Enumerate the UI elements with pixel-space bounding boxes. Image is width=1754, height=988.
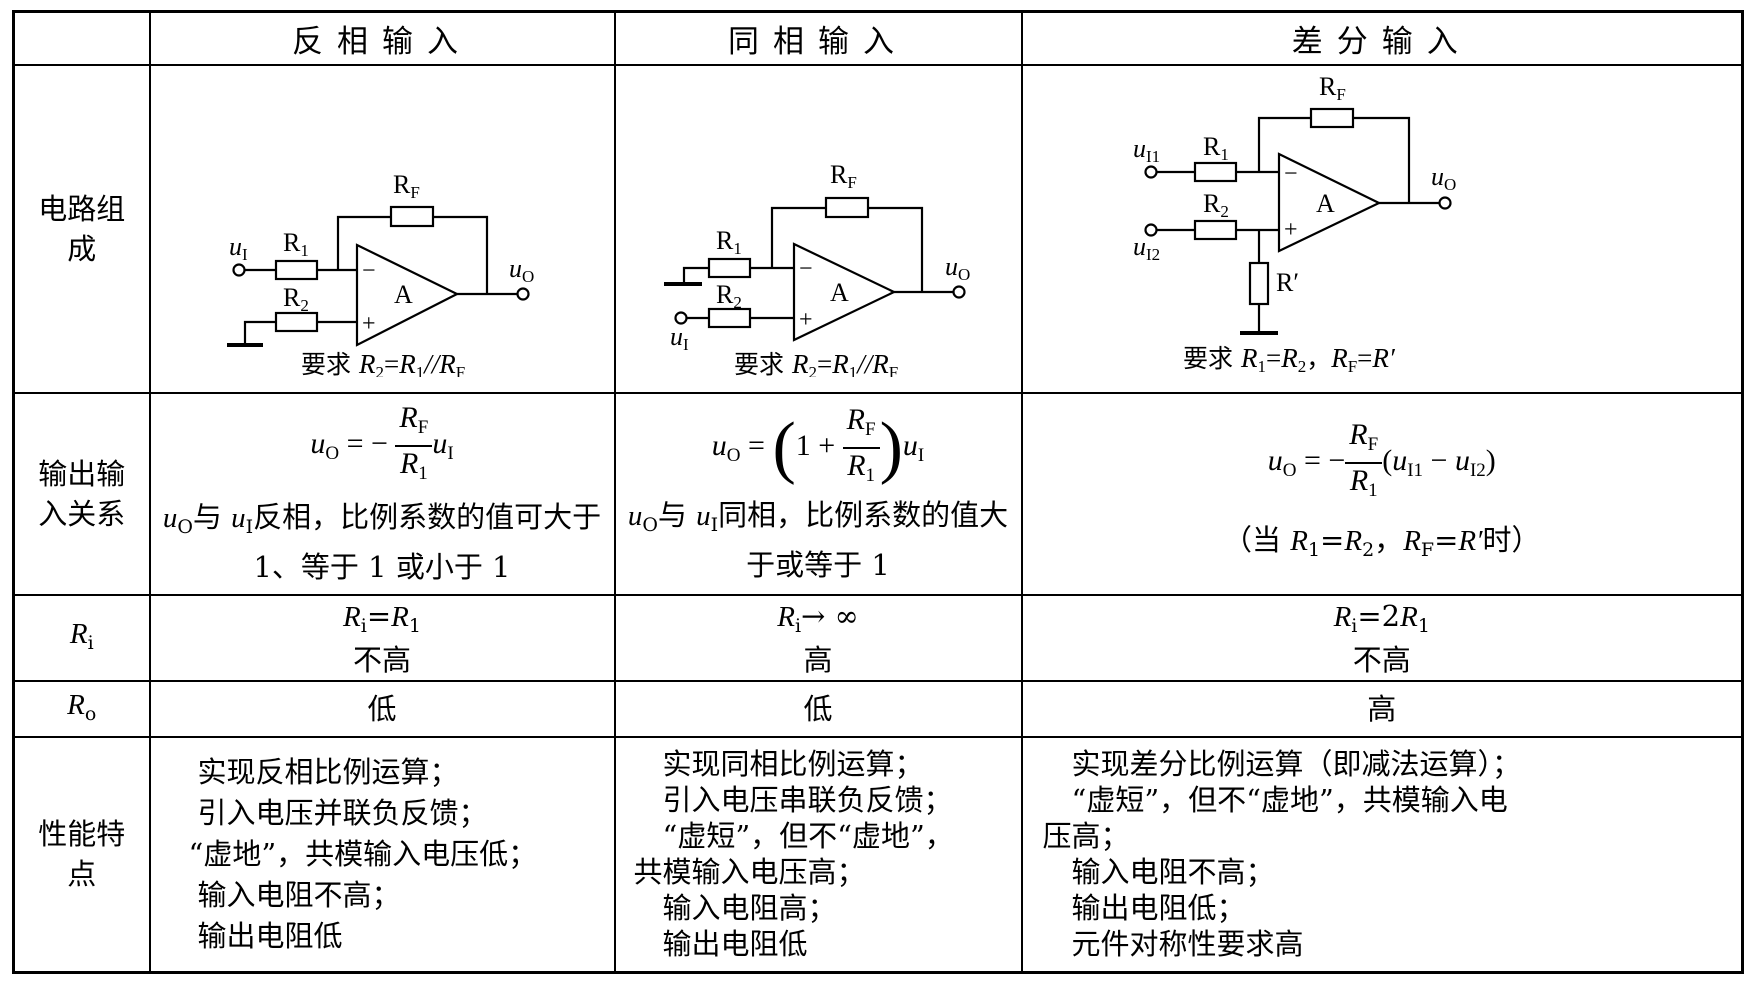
diff-ui1-label: uI1 xyxy=(1133,134,1160,166)
noninv-plus-sign: + xyxy=(799,307,813,333)
ro-noninverting-cell: 低 xyxy=(613,679,1023,738)
circuit-inverting-cell: RF R1 R2 uI uO A − + 要求 R2=R1//RF xyxy=(148,64,616,395)
header-row: 反相输入 同相输入 差分输入 xyxy=(12,10,1744,67)
inv-relation-text: uO与 uI反相，比例系数的值可大于 xyxy=(162,500,602,539)
features-inverting-cell: 实现反相比例运算； 引入电压并联负反馈； “虚地”，共模输入电压低； 输入电阻不… xyxy=(148,735,616,974)
feature-line: 实现差分比例运算（即减法运算）； xyxy=(1042,747,1522,782)
ri-row-label: Ri xyxy=(12,593,151,682)
header-noninverting: 同相输入 xyxy=(613,10,1023,67)
ri-noninverting-cell: Ri→ ∞ 高 xyxy=(613,593,1023,682)
circuit-noninverting-cell: RF R1 R2 uI uO A − + 要求 R2=R1//RF xyxy=(613,64,1023,395)
inv-relation-text-2: 1、等于 1 或小于 1 xyxy=(253,550,511,585)
inv-plus-sign: + xyxy=(362,311,376,337)
ri-row: Ri Ri=R1 不高 Ri→ ∞ 高 Ri=2R1 不高 xyxy=(12,593,1744,682)
features-row: 性能特 点 实现反相比例运算； 引入电压并联负反馈； “虚地”，共模输入电压低；… xyxy=(12,735,1744,974)
ro-differential-cell: 高 xyxy=(1020,679,1744,738)
inv-requirement: 要求 R2=R1//RF xyxy=(301,349,465,377)
features-differential-cell: 实现差分比例运算（即减法运算）； “虚短”，但不“虚地”，共模输入电 压高； 输… xyxy=(1020,735,1744,974)
comparison-table: 反相输入 同相输入 差分输入 电路组 成 xyxy=(12,10,1744,974)
noninv-relation-text: uO与 uI同相，比例系数的值大 xyxy=(627,498,1009,537)
header-inverting: 反相输入 xyxy=(148,10,616,67)
feature-line: 输入电阻不高； xyxy=(168,877,401,912)
noninv-amp-label: A xyxy=(830,278,849,307)
noninv-r2-label: R2 xyxy=(716,280,742,312)
feature-line: 输出电阻低 xyxy=(633,927,808,962)
noninverting-circuit-diagram: RF R1 R2 uI uO A − + 要求 R2=R1//RF xyxy=(663,160,970,382)
inv-ui-label: uI xyxy=(229,232,248,264)
ro-row: Ro 低 低 高 xyxy=(12,679,1744,738)
noninv-ui-label: uI xyxy=(670,322,689,354)
diff-requirement: 要求 R1=R2，RF=R′ xyxy=(1183,343,1396,376)
corner-cell xyxy=(12,10,151,67)
noninv-requirement: 要求 R2=R1//RF xyxy=(734,349,898,377)
inv-amp-label: A xyxy=(394,280,413,309)
features-noninverting-cell: 实现同相比例运算； 引入电压串联负反馈； “虚短”，但不“虚地”， 共模输入电压… xyxy=(613,735,1023,974)
feature-line: 输出电阻低； xyxy=(1042,891,1246,926)
noninv-rf-label: RF xyxy=(830,160,857,192)
circuit-row-label: 电路组 成 xyxy=(12,64,151,395)
inv-uo-label: uO xyxy=(509,254,534,286)
feature-line: 实现同相比例运算； xyxy=(633,747,924,782)
diff-minus-sign: − xyxy=(1284,161,1298,187)
diff-amp-label: A xyxy=(1316,189,1335,218)
ri-differential-cell: Ri=2R1 不高 xyxy=(1020,593,1744,682)
noninv-minus-sign: − xyxy=(799,256,813,282)
diff-ui2-label: uI2 xyxy=(1133,232,1160,264)
inv-r1-label: R1 xyxy=(283,228,309,260)
relation-row-label: 输出输 入关系 xyxy=(12,392,151,596)
ro-inverting-cell: 低 xyxy=(148,679,616,738)
feature-line: 输出电阻低 xyxy=(168,918,343,953)
circuit-row: 电路组 成 xyxy=(12,64,1744,395)
diff-condition: （当 R1=R2，RF=R′时） xyxy=(1223,523,1541,562)
noninv-relation-text-2: 于或等于 1 xyxy=(746,548,890,583)
noninv-r1-label: R1 xyxy=(716,226,742,258)
noninv-uo-label: uO xyxy=(945,252,970,284)
inv-r2-label: R2 xyxy=(283,283,309,315)
diff-r1-label: R1 xyxy=(1203,132,1229,164)
feature-line: 输入电阻不高； xyxy=(1042,855,1275,890)
ri-inverting-cell: Ri=R1 不高 xyxy=(148,593,616,682)
diff-rprime-label: R′ xyxy=(1276,268,1299,297)
diff-r2-label: R2 xyxy=(1203,189,1229,221)
diff-plus-sign: + xyxy=(1284,217,1298,243)
feature-line: 引入电压并联负反馈； xyxy=(168,795,488,830)
inv-minus-sign: − xyxy=(362,258,376,284)
feature-line: 实现反相比例运算； xyxy=(168,754,459,789)
differential-circuit-diagram: RF R1 R2 R′ uI1 uI2 uO A − + 要求 R1=R2，RF… xyxy=(1133,72,1456,376)
header-differential: 差分输入 xyxy=(1020,10,1744,67)
diff-rf-label: RF xyxy=(1319,77,1346,104)
feature-line: “虚地”，共模输入电压低； xyxy=(188,836,538,871)
feature-line: “虚短”，但不“虚地”， xyxy=(633,819,954,854)
feature-line: 元件对称性要求高 xyxy=(1042,927,1304,962)
inverting-circuit-diagram: RF R1 R2 uI uO A − + 要求 R2=R1//RF xyxy=(226,170,534,382)
inv-rf-label: RF xyxy=(393,170,420,202)
feature-line: 引入电压串联负反馈； xyxy=(633,783,953,818)
circuit-differential-cell: RF R1 R2 R′ uI1 uI2 uO A − + 要求 R1=R2，RF… xyxy=(1020,64,1744,395)
feature-line: 共模输入电压高； xyxy=(633,855,866,890)
feature-line: 压高； xyxy=(1042,819,1130,854)
feature-line: 输入电阻高； xyxy=(633,891,837,926)
feature-line: “虚短”，但不“虚地”，共模输入电 xyxy=(1042,783,1508,818)
ro-row-label: Ro xyxy=(12,679,151,738)
features-row-label: 性能特 点 xyxy=(12,735,151,974)
diff-uo-label: uO xyxy=(1431,162,1456,194)
